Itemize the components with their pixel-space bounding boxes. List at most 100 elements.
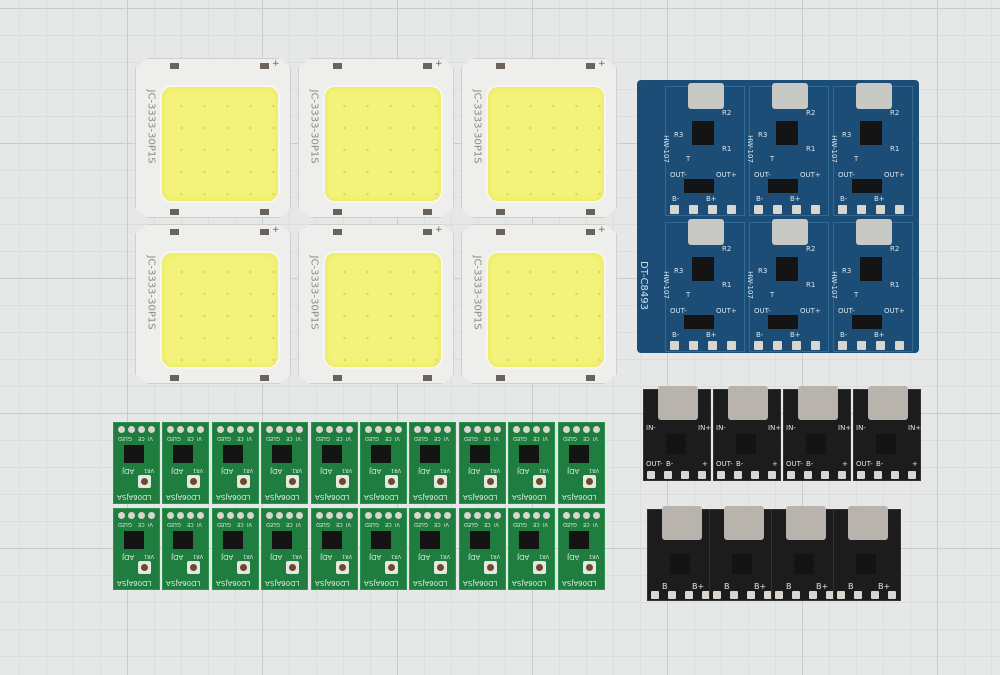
solder-hole [773, 205, 782, 214]
vr-label: VR1 [440, 553, 451, 559]
solder-hole [857, 471, 865, 479]
solder-pad [333, 375, 342, 381]
trim-potentiometer [582, 561, 596, 574]
regulator-ic [469, 445, 490, 463]
pin-label: CE [533, 521, 540, 527]
solder-pad [170, 209, 179, 215]
solder-hole [811, 205, 820, 214]
pin-label: B- [840, 195, 848, 203]
pin-label: G [473, 435, 478, 441]
solder-hole [670, 341, 679, 350]
pin-label: CE [533, 435, 540, 441]
pin-label: LED [118, 521, 128, 527]
pin-label: LED [365, 435, 375, 441]
pin-label: OUT- [754, 307, 771, 315]
pin-label: G [325, 521, 330, 527]
solder-hole [513, 512, 521, 519]
protection-ic [768, 179, 798, 193]
led-code-label: JC-3333-30P1S [471, 89, 483, 164]
protection-ic [852, 179, 882, 193]
solder-hole [414, 426, 422, 433]
solder-hole [754, 205, 763, 214]
pin-label: VI [395, 435, 400, 441]
adj-label: ADJ [319, 553, 332, 561]
pin-label: CE [434, 521, 442, 527]
solder-hole [493, 426, 501, 433]
module-code-label: LD06AJSA [512, 493, 547, 501]
solder-hole [513, 426, 521, 433]
pin-label: CE [385, 435, 392, 441]
pin-label: VI [246, 521, 252, 527]
pin-label: OUT- [670, 307, 687, 315]
solder-hole [296, 512, 304, 519]
solder-hole [689, 205, 698, 214]
pin-label: CE [582, 435, 590, 441]
usb-c-port [658, 386, 698, 420]
charger-ic [776, 121, 798, 145]
solder-pad [333, 63, 342, 69]
pin-label: CE [335, 521, 343, 527]
solder-hole [148, 512, 155, 519]
pin-label: CE [236, 521, 244, 527]
pin-label: IN- [856, 424, 866, 432]
pin-label: OUT- [754, 171, 771, 179]
part-label: R3 [842, 131, 852, 139]
solder-hole [727, 341, 736, 350]
module-code-label: LD06AJSA [117, 579, 152, 587]
pin-label: LED [463, 435, 474, 441]
trim-potentiometer [533, 475, 547, 488]
solder-hole [424, 512, 432, 519]
part-label: R1 [722, 281, 732, 289]
regulator-ic [568, 445, 589, 463]
solder-hole [315, 512, 323, 519]
solder-hole [854, 591, 862, 599]
solder-hole [708, 205, 717, 214]
led-emitter-area [160, 85, 280, 203]
solder-hole [572, 426, 580, 433]
pin-label: OUT- [838, 171, 855, 179]
solder-hole [138, 426, 145, 433]
pin-label: OUT+ [800, 171, 821, 179]
module-code-label: LD06AJSA [561, 493, 597, 501]
pin-label: VI [148, 435, 153, 441]
adj-label: ADJ [122, 467, 135, 475]
pin-label: OUT+ [800, 307, 821, 315]
typec-charger-module: IN-IN+OUT-B-+ [853, 386, 921, 481]
solder-hole [787, 471, 795, 479]
solder-pad [496, 209, 505, 215]
adj-label: ADJ [220, 553, 234, 561]
cob-led: JC-3333-30P1S+ [135, 58, 291, 218]
polarity-label: + [598, 59, 606, 69]
vr-label: VR1 [292, 467, 303, 473]
pin-label: OUT+ [884, 307, 905, 315]
solder-hole [385, 426, 392, 433]
charger-ic [794, 554, 814, 574]
part-label: R1 [806, 145, 816, 153]
module-code-label: LD06AJSA [512, 579, 547, 587]
solder-pad [496, 375, 505, 381]
solder-hole [187, 512, 195, 519]
polarity-label: + [598, 225, 606, 235]
pin-label: VI [592, 435, 598, 441]
pin-label: G [473, 521, 478, 527]
charger-ic [670, 554, 690, 574]
solder-hole [708, 341, 717, 350]
pin-label: OUT+ [884, 171, 905, 179]
usb-c-port [728, 386, 768, 420]
solder-hole [483, 512, 491, 519]
vr-label: VR1 [341, 553, 352, 559]
solder-pad [260, 229, 269, 235]
usb-c-port [848, 506, 888, 540]
part-label: R2 [722, 109, 732, 117]
charger-ic [732, 554, 752, 574]
solder-hole [730, 591, 738, 599]
